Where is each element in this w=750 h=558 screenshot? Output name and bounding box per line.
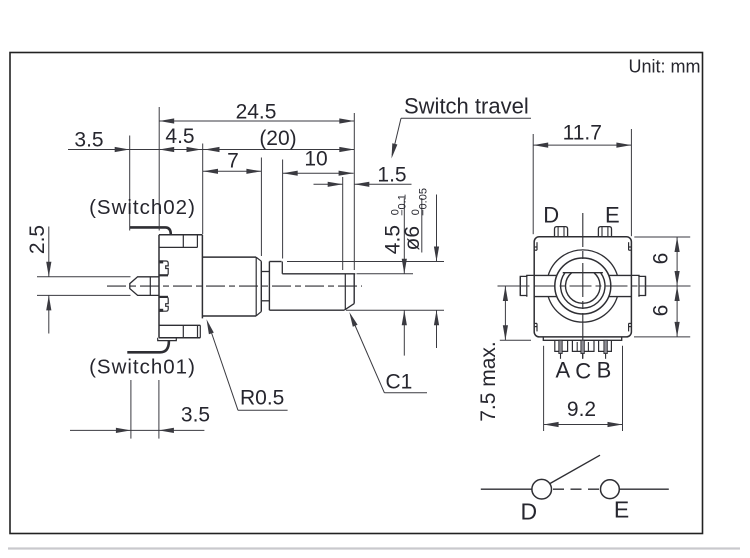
svg-text:−0.05: −0.05 (418, 188, 430, 216)
svg-text:D: D (520, 499, 537, 525)
svg-text:9.2: 9.2 (567, 398, 596, 421)
svg-text:R0.5: R0.5 (240, 387, 284, 410)
svg-text:4.5: 4.5 (165, 125, 194, 148)
svg-text:C: C (575, 359, 591, 384)
svg-text:10: 10 (304, 148, 327, 171)
svg-text:(Switch01): (Switch01) (89, 355, 196, 378)
svg-text:0: 0 (390, 209, 402, 215)
svg-text:Switch travel: Switch travel (404, 94, 529, 119)
svg-text:11.7: 11.7 (563, 122, 602, 145)
svg-text:2.5: 2.5 (26, 225, 49, 254)
svg-text:ø6: ø6 (401, 226, 424, 251)
svg-text:D: D (543, 203, 559, 228)
svg-text:7: 7 (227, 150, 239, 173)
svg-text:(20): (20) (259, 127, 296, 150)
svg-text:−0.1: −0.1 (396, 194, 408, 216)
svg-text:6: 6 (650, 253, 673, 265)
svg-text:3.5: 3.5 (181, 404, 210, 427)
svg-text:4.5: 4.5 (382, 225, 405, 254)
svg-text:E: E (614, 497, 629, 523)
svg-text:E: E (605, 203, 620, 228)
svg-text:C1: C1 (386, 371, 413, 394)
svg-text:24.5: 24.5 (236, 101, 277, 124)
svg-text:B: B (597, 358, 612, 383)
svg-text:A: A (555, 358, 570, 383)
svg-text:0: 0 (410, 209, 422, 215)
svg-text:1.5: 1.5 (377, 164, 406, 187)
svg-text:Unit: mm: Unit: mm (629, 57, 701, 77)
svg-text:(Switch02): (Switch02) (89, 196, 196, 219)
svg-text:3.5: 3.5 (74, 129, 103, 152)
svg-text:7.5 max.: 7.5 max. (477, 341, 500, 422)
svg-text:6: 6 (650, 305, 673, 317)
